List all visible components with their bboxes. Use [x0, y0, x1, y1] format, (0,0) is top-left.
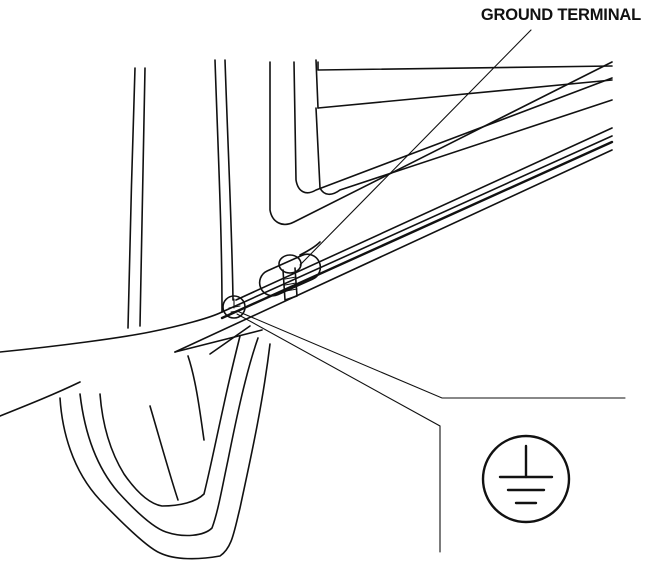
ground-terminal-label: GROUND TERMINAL: [480, 6, 641, 24]
front-panel: [0, 59, 234, 417]
chassis-rail: [174, 127, 614, 353]
support-leg: [59, 325, 271, 560]
ground-terminal-screw: [258, 241, 322, 301]
callout-leaders: [236, 29, 626, 553]
ground-terminal-leader: [299, 29, 532, 266]
ground-symbol-leader-bottom: [236, 313, 441, 553]
door-frame: [269, 59, 613, 226]
earth-ground-icon: [481, 434, 571, 524]
ground-marking: [222, 295, 246, 319]
ground-symbol-leader-top: [236, 310, 626, 399]
